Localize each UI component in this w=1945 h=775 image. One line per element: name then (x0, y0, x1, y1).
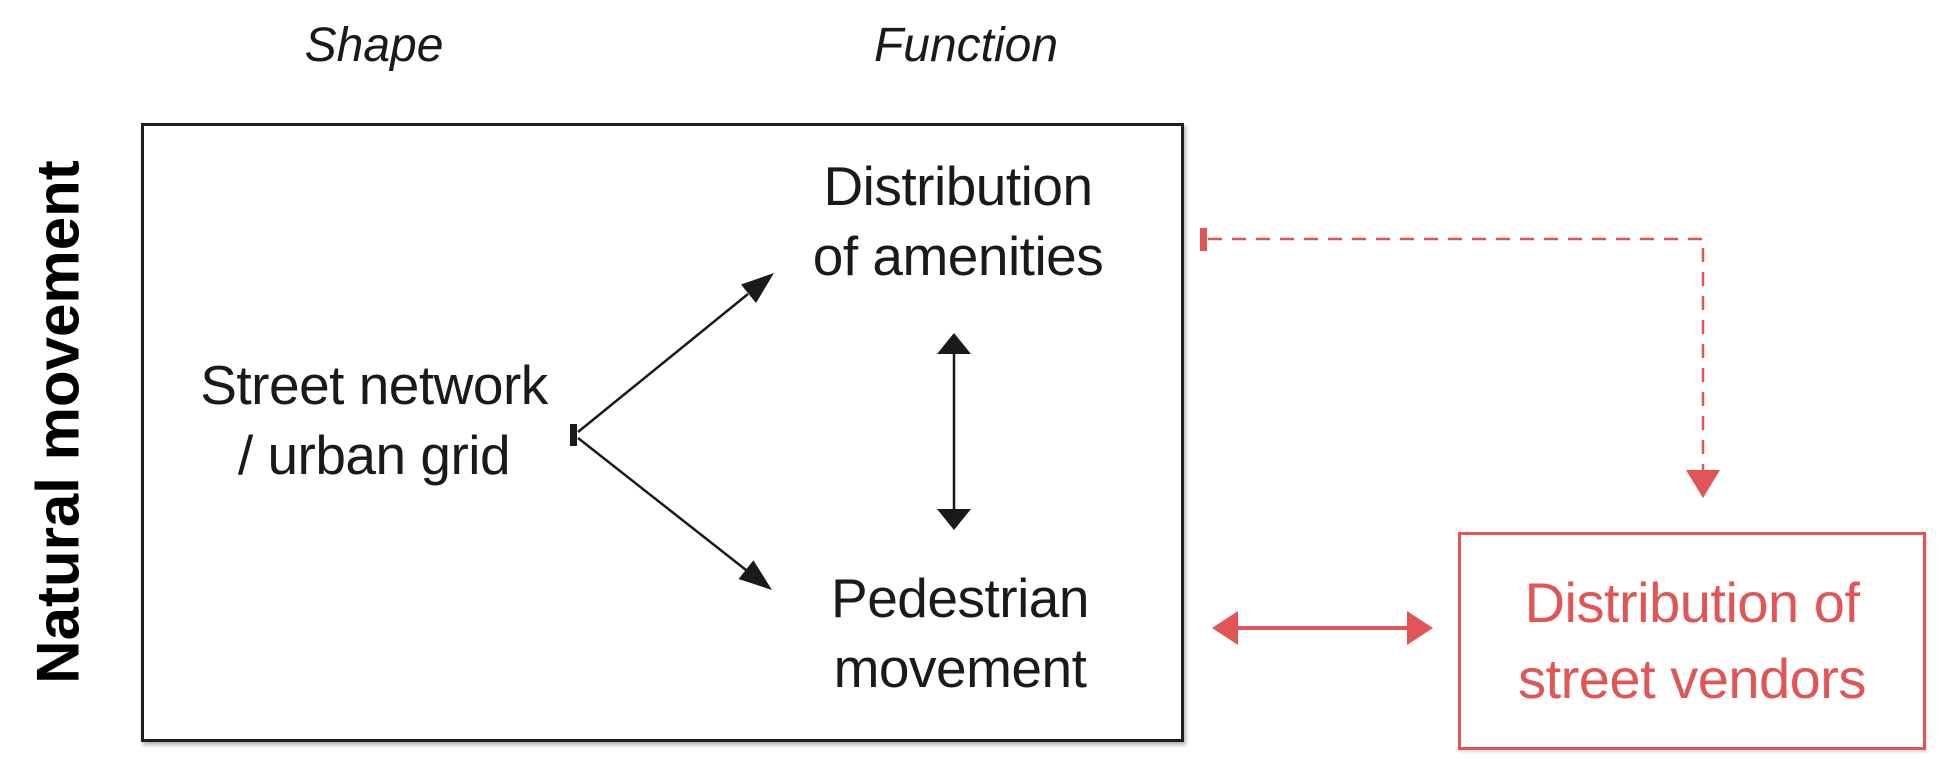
node-pedestrian-movement: Pedestrian movement (831, 563, 1089, 703)
arrow-amenities-to-vendors-dashed (1200, 228, 1720, 498)
node-pedestrian-line1: Pedestrian (831, 567, 1089, 629)
arrow-amenities-pedestrian-bottom-head (937, 509, 971, 530)
branch-origin-tick (570, 424, 577, 446)
arrow-network-to-pedestrian-head (738, 560, 772, 590)
arrow-network-to-amenities-head (741, 273, 774, 303)
node-vendors-line2: street vendors (1518, 647, 1866, 710)
arrow-network-to-pedestrian (577, 437, 772, 590)
node-street-network: Street network / urban grid (200, 350, 548, 490)
node-street-network-line1: Street network (200, 354, 548, 416)
dashed-arrow-origin-tick (1200, 228, 1207, 251)
node-amenities-line1: Distribution (823, 155, 1093, 217)
arrow-network-to-amenities-shaft (577, 293, 749, 433)
column-label-shape: Shape (304, 19, 444, 72)
node-distribution-of-street-vendors: Distribution of street vendors (1458, 532, 1926, 750)
arrow-amenities-pedestrian-top-head (937, 333, 971, 354)
node-pedestrian-line2: movement (833, 637, 1087, 699)
arrow-network-to-amenities (577, 273, 774, 433)
node-vendors-line1: Distribution of (1524, 571, 1860, 634)
arrow-amenities-pedestrian-doublehead (937, 333, 971, 530)
dashed-arrow-head (1686, 470, 1720, 498)
natural-movement-box (141, 123, 1184, 742)
node-distribution-of-amenities: Distribution of amenities (813, 151, 1104, 291)
arrow-pedestrian-vendors-doublehead (1212, 611, 1433, 645)
arrow-network-to-pedestrian-shaft (577, 437, 747, 571)
column-label-function: Function (873, 19, 1059, 72)
dashed-arrow-path (1208, 237, 1705, 470)
red-double-arrow-right-head (1407, 611, 1433, 645)
red-double-arrow-left-head (1212, 611, 1238, 645)
node-street-network-line2: / urban grid (237, 424, 511, 486)
node-amenities-line2: of amenities (812, 225, 1104, 287)
